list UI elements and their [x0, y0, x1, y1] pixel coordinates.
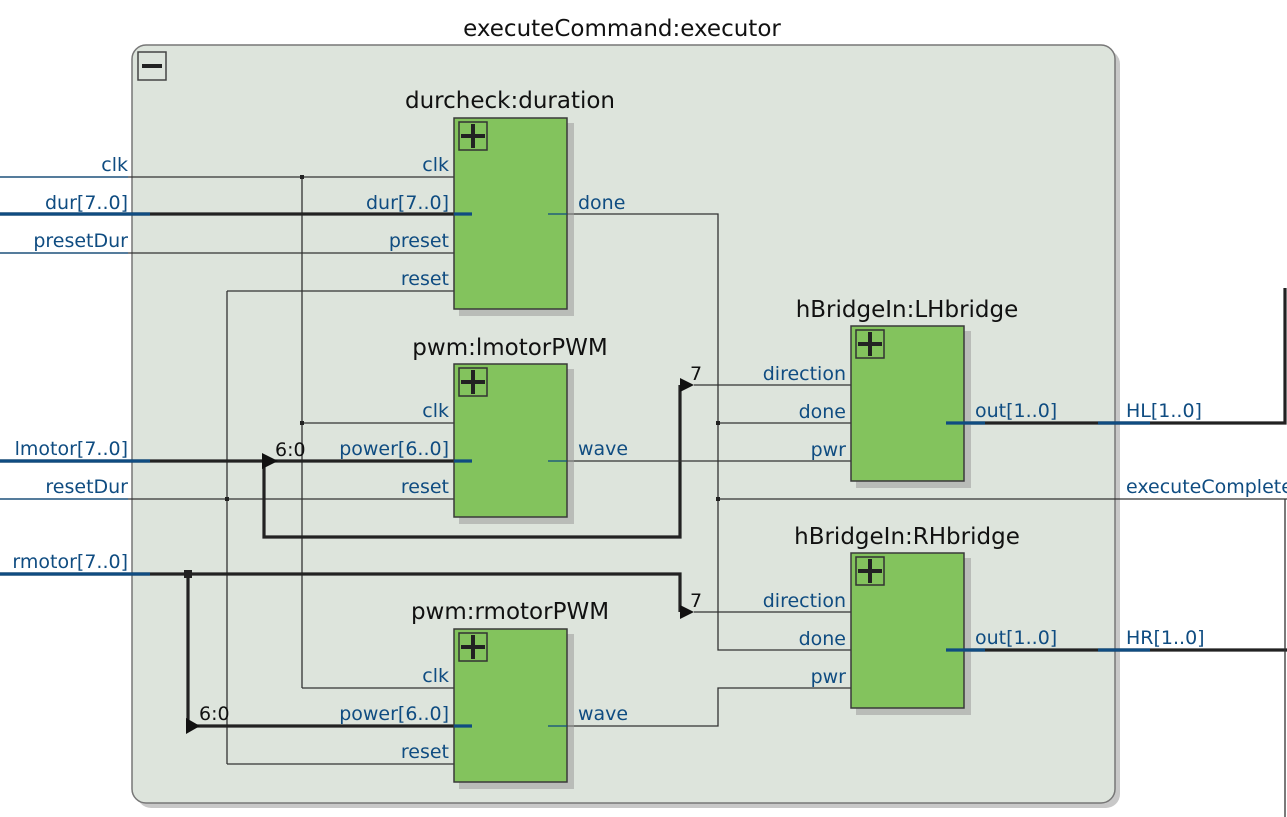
LHbridge-port-pwr: pwr [811, 439, 847, 461]
lmotor-bit-label: 7 [690, 363, 702, 385]
input-lmotor: lmotor[7..0] [15, 438, 128, 460]
minus-box-icon[interactable] [137, 51, 167, 81]
rmotorPWM-port-reset: reset [401, 741, 449, 763]
block-LHbridge[interactable]: hBridgeIn:LHbridge direction done pwr ou… [763, 297, 1057, 488]
lmotorPWM-port-reset: reset [401, 476, 449, 498]
input-clk: clk [101, 154, 128, 176]
RHbridge-port-direction: direction [763, 590, 846, 612]
input-presetDur: presetDur [33, 230, 128, 252]
LHbridge-port-out: out[1..0] [975, 400, 1057, 422]
rmotorPWM-title: pwm:rmotorPWM [411, 599, 609, 625]
rmotorPWM-port-power: power[6..0] [339, 703, 449, 725]
rmotor-slice-label: 6:0 [199, 703, 230, 725]
LHbridge-port-direction: direction [763, 363, 846, 385]
output-executeComplete: executeComplete [1126, 476, 1287, 498]
plus-box-icon[interactable] [458, 367, 488, 397]
input-resetDur: resetDur [45, 476, 128, 498]
lmotorPWM-port-power: power[6..0] [339, 438, 449, 460]
lmotor-slice-label: 6:0 [275, 439, 306, 461]
output-HR: HR[1..0] [1126, 627, 1205, 649]
durcheck-port-preset: preset [389, 230, 449, 252]
block-rmotorPWM[interactable]: pwm:rmotorPWM clk power[6..0] reset wave [339, 599, 628, 789]
RHbridge-port-pwr: pwr [811, 666, 847, 688]
wire-rwave [548, 687, 870, 727]
output-HL: HL[1..0] [1126, 400, 1202, 422]
LHbridge-port-done: done [799, 401, 846, 423]
plus-box-icon[interactable] [458, 632, 488, 662]
durcheck-title: durcheck:duration [405, 88, 615, 114]
rmotor-bit-label: 7 [690, 590, 702, 612]
container-title: executeCommand:executor [463, 16, 781, 42]
lmotorPWM-port-clk: clk [422, 400, 449, 422]
RHbridge-title: hBridgeIn:RHbridge [794, 524, 1020, 550]
durcheck-port-done: done [578, 192, 625, 214]
lmotorPWM-title: pwm:lmotorPWM [412, 335, 607, 361]
durcheck-port-dur: dur[7..0] [366, 192, 449, 214]
durcheck-port-clk: clk [422, 154, 449, 176]
wire-HL [946, 288, 1287, 425]
RHbridge-port-out: out[1..0] [975, 627, 1057, 649]
rmotorPWM-port-wave: wave [578, 703, 628, 725]
LHbridge-title: hBridgeIn:LHbridge [796, 297, 1019, 323]
input-rmotor: rmotor[7..0] [12, 551, 128, 573]
rmotorPWM-port-clk: clk [422, 665, 449, 687]
plus-box-icon[interactable] [855, 329, 885, 359]
lmotorPWM-port-wave: wave [578, 438, 628, 460]
RHbridge-port-done: done [799, 628, 846, 650]
input-dur: dur[7..0] [45, 192, 128, 214]
plus-box-icon[interactable] [855, 556, 885, 586]
block-lmotorPWM[interactable]: pwm:lmotorPWM clk power[6..0] reset wave [339, 335, 628, 524]
wire-done [548, 213, 1287, 651]
block-durcheck[interactable]: durcheck:duration clk dur[7..0] preset r… [366, 88, 625, 316]
durcheck-port-reset: reset [401, 268, 449, 290]
block-RHbridge[interactable]: hBridgeIn:RHbridge direction done pwr ou… [763, 524, 1057, 715]
plus-box-icon[interactable] [458, 121, 488, 151]
